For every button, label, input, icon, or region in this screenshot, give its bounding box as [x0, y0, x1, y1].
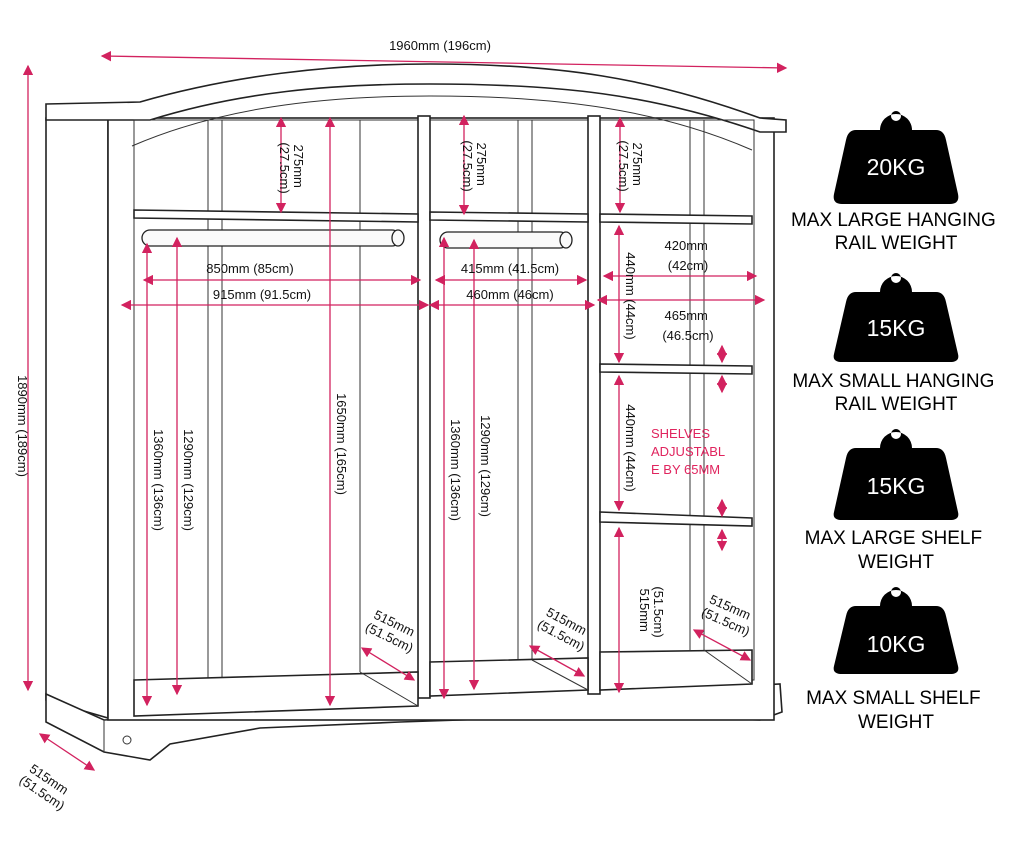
mid-hang-height-label: 1360mm (136cm) [448, 419, 463, 521]
weight-limit-1: 20KG MAX LARGE HANGING RAIL WEIGHT [791, 111, 1001, 254]
weight-caption: MAX SMALL HANGING RAIL WEIGHT [792, 371, 999, 415]
shelf-right-1 [599, 363, 753, 375]
adjustable-shelves-note: SHELVES ADJUSTABL E BY 65MM [651, 426, 728, 477]
divider-left [417, 115, 431, 699]
left-full-height-label: 1650mm (165cm) [334, 393, 349, 495]
right-shelf-gap-2-label: 440mm (44cm) [623, 404, 638, 491]
weight-value: 15KG [867, 315, 926, 341]
shelf-top-right [599, 213, 753, 225]
weight-icon [833, 587, 959, 674]
weight-limit-3: 15KG MAX LARGE SHELF WEIGHT [805, 429, 988, 573]
weight-value: 10KG [867, 631, 926, 657]
weight-icon [833, 273, 959, 362]
left-top-gap-label: 275mm (27.5cm) [277, 142, 306, 193]
rail-middle [439, 231, 569, 249]
left-side-panel [45, 117, 109, 720]
dimension-lines [22, 50, 788, 771]
left-rail-drop-label: 1290mm (129cm) [181, 429, 196, 531]
mid-rail-drop-label: 1290mm (129cm) [478, 415, 493, 517]
weight-icon [833, 111, 959, 204]
overall-height-label: 1890mm (189cm) [15, 375, 30, 477]
left-inner-width-label: 915mm (91.5cm) [213, 287, 311, 302]
weight-value: 20KG [867, 154, 926, 180]
right-shelf-width-label: 420mm (42cm) [665, 238, 712, 273]
mid-rail-length-label: 415mm (41.5cm) [461, 261, 559, 276]
left-rail-length-label: 850mm (85cm) [206, 261, 293, 276]
right-inner-width-label: 465mm (46.5cm) [662, 308, 713, 343]
overall-width-label: 1960mm (196cm) [389, 38, 491, 53]
mid-top-gap-label: 275mm (27.5cm) [460, 140, 489, 191]
left-hang-height-label: 1360mm (136cm) [151, 429, 166, 531]
right-top-gap-label: 275mm (27.5cm) [616, 140, 645, 191]
right-bottom-gap-label: 515mm (51.5cm) [637, 586, 666, 637]
weight-caption: MAX SMALL SHELF WEIGHT [806, 688, 986, 733]
shelf-top-left [133, 209, 419, 223]
plinth-hole-left [122, 735, 132, 745]
weight-icon [833, 429, 959, 520]
divider-right [587, 115, 601, 695]
shelf-top-middle [429, 211, 589, 223]
floor-right [599, 649, 753, 691]
weight-caption: MAX LARGE SHELF WEIGHT [805, 528, 988, 573]
weight-caption: MAX LARGE HANGING RAIL WEIGHT [791, 210, 1001, 254]
overall-width-line [100, 50, 788, 74]
shelf-right-2 [599, 511, 753, 527]
overall-depth-label: 515mm (51.5cm) [17, 760, 76, 814]
weight-value: 15KG [867, 473, 926, 499]
rail-left [141, 229, 401, 247]
weight-limit-2: 15KG MAX SMALL HANGING RAIL WEIGHT [792, 273, 999, 415]
weight-limit-4: 10KG MAX SMALL SHELF WEIGHT [806, 587, 986, 733]
overall-depth-line [38, 733, 96, 771]
mid-inner-width-label: 460mm (46cm) [466, 287, 553, 302]
right-shelf-gap-1-label: 440mm (44cm) [623, 252, 638, 339]
wardrobe-body [45, 63, 787, 761]
